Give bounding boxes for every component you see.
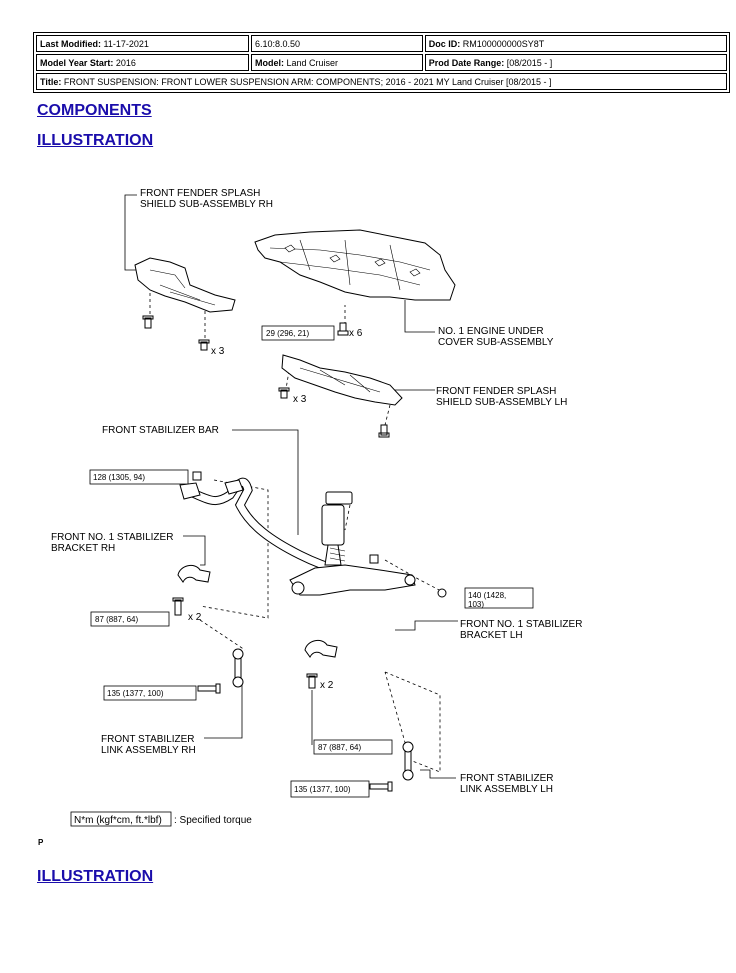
label-engine-cover-2: COVER SUB-ASSEMBLY [438, 337, 554, 348]
label-link-rh-1: FRONT STABILIZER [101, 734, 195, 745]
torque-boxes [70, 325, 534, 827]
label-bracket-rh-2: BRACKET RH [51, 543, 115, 554]
doc-id-cell: Doc ID: RM100000000SY8T [424, 35, 727, 52]
splash-shield-rh-part [134, 257, 236, 313]
engine-under-cover-part [254, 229, 456, 301]
version-cell: 6.10:8.0.50 [250, 35, 423, 52]
page-mark: P [38, 838, 44, 847]
label-stab-bar: FRONT STABILIZER BAR [102, 425, 219, 436]
legend-text: : Specified torque [174, 815, 252, 826]
torque-135-lh: 135 (1377, 100) [294, 785, 351, 794]
qty-x3-rh: x 3 [211, 346, 225, 357]
label-link-lh-1: FRONT STABILIZER [460, 773, 554, 784]
bracket-lh-part [304, 639, 338, 658]
label-splash-rh-2: SHIELD SUB-ASSEMBLY RH [140, 199, 273, 210]
bracket-rh-part [177, 564, 211, 583]
qty-x2-lh: x 2 [320, 680, 334, 691]
label-engine-cover-1: NO. 1 ENGINE UNDER [438, 326, 544, 337]
label-splash-lh-2: SHIELD SUB-ASSEMBLY LH [436, 397, 567, 408]
link-rh-part [232, 648, 244, 688]
torque-87-rh: 87 (887, 64) [95, 615, 138, 624]
qty-x6: x 6 [349, 328, 363, 339]
link-lh-part [402, 741, 414, 781]
prod-date-cell: Prod Date Range: [08/2015 - ] [424, 54, 727, 71]
label-splash-rh-1: FRONT FENDER SPLASH [140, 188, 260, 199]
legend-box-label: N*m (kgf*cm, ft.*lbf) [74, 815, 162, 826]
label-splash-lh-1: FRONT FENDER SPLASH [436, 386, 556, 397]
bolt-icons [142, 315, 447, 792]
title-cell: Title: FRONT SUSPENSION: FRONT LOWER SUS… [36, 73, 727, 90]
qty-x3-lh: x 3 [293, 394, 307, 405]
splash-shield-lh-part [281, 354, 403, 406]
last-modified-cell: Last Modified: 11-17-2021 [36, 35, 249, 52]
torque-140-line1: 140 (1428, [468, 591, 506, 600]
qty-x2-rh: x 2 [188, 612, 202, 623]
lower-arm-assembly-part [289, 491, 416, 596]
diagram-labels: FRONT FENDER SPLASH SHIELD SUB-ASSEMBLY … [51, 188, 582, 826]
label-bracket-lh-1: FRONT NO. 1 STABILIZER [460, 619, 582, 630]
torque-128: 128 (1305, 94) [93, 473, 145, 482]
torque-29: 29 (296, 21) [266, 329, 309, 338]
label-bracket-rh-1: FRONT NO. 1 STABILIZER [51, 532, 173, 543]
illustration-link[interactable]: ILLUSTRATION [37, 132, 154, 149]
model-year-cell: Model Year Start: 2016 [36, 54, 249, 71]
stabilizer-bar-part [179, 477, 410, 585]
document-header: Last Modified: 11-17-2021 6.10:8.0.50 Do… [33, 32, 730, 93]
components-link[interactable]: COMPONENTS [37, 102, 152, 119]
label-link-rh-2: LINK ASSEMBLY RH [101, 745, 196, 756]
torque-140-line2: 103) [468, 600, 484, 609]
model-cell: Model: Land Cruiser [250, 54, 423, 71]
torque-135-rh: 135 (1377, 100) [107, 689, 164, 698]
label-link-lh-2: LINK ASSEMBLY LH [460, 784, 553, 795]
torque-87-lh: 87 (887, 64) [318, 743, 361, 752]
illustration-link-2[interactable]: ILLUSTRATION [37, 868, 154, 885]
label-bracket-lh-2: BRACKET LH [460, 630, 523, 641]
